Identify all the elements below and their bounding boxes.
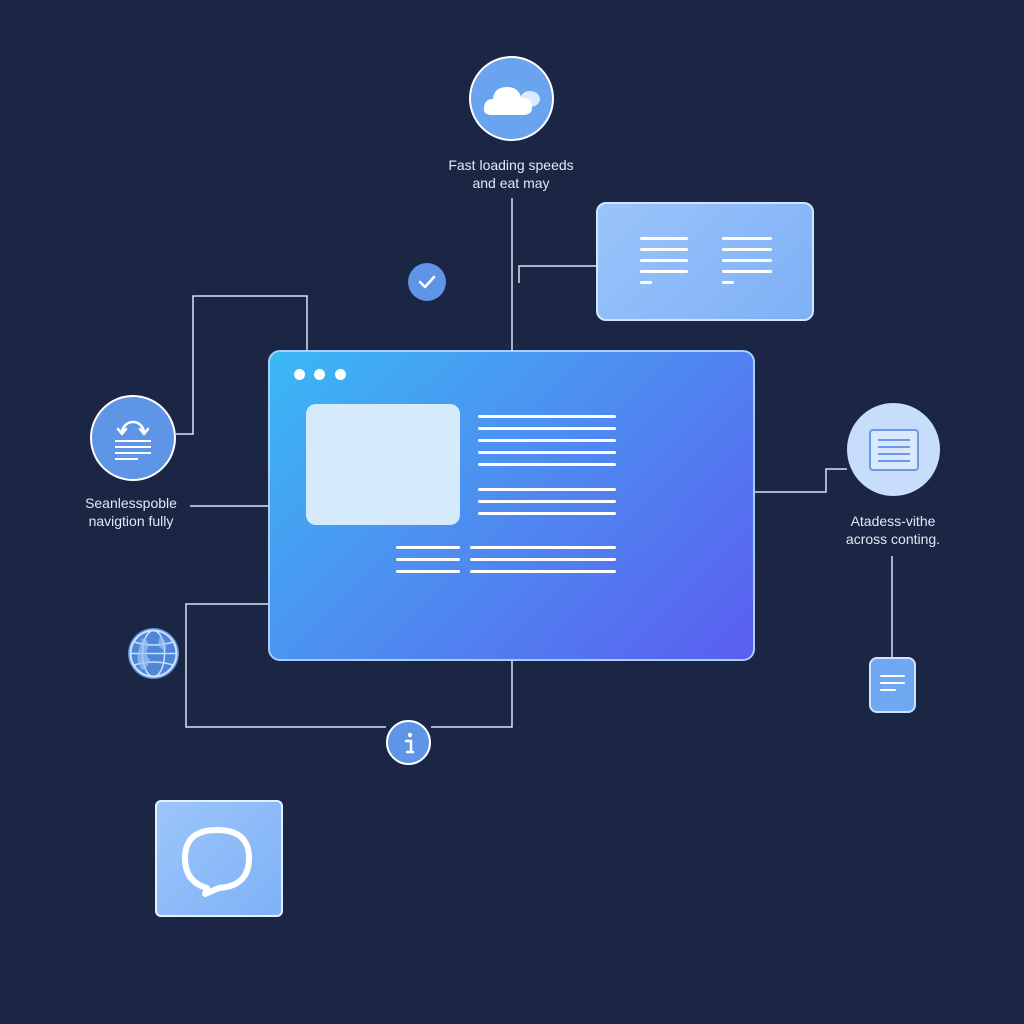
cloud-icon	[469, 56, 554, 141]
connector-nav-node	[176, 295, 308, 435]
caption-navigation: Seanlesspoble navigtion fully	[85, 495, 177, 529]
browser-window	[268, 350, 755, 661]
document-card-icon	[596, 202, 814, 321]
refresh-list-icon	[90, 395, 176, 481]
image-placeholder	[306, 404, 460, 525]
globe-icon	[128, 628, 179, 679]
window-dot-2	[314, 369, 325, 380]
window-dot-1	[294, 369, 305, 380]
caption-fast-loading: Fast loading speeds and eat may	[448, 157, 574, 191]
check-icon	[408, 263, 446, 301]
window-dot-3	[335, 369, 346, 380]
connector-info	[431, 661, 513, 728]
connector-globe	[185, 603, 386, 728]
caption-across: Atadess-vithe across conting.	[845, 513, 941, 547]
list-icon	[869, 657, 916, 713]
chat-bubble-icon	[155, 800, 283, 917]
document-icon	[847, 403, 940, 496]
info-icon	[386, 720, 431, 765]
connector-right-node	[755, 468, 847, 493]
connector-doc-card	[518, 265, 596, 283]
